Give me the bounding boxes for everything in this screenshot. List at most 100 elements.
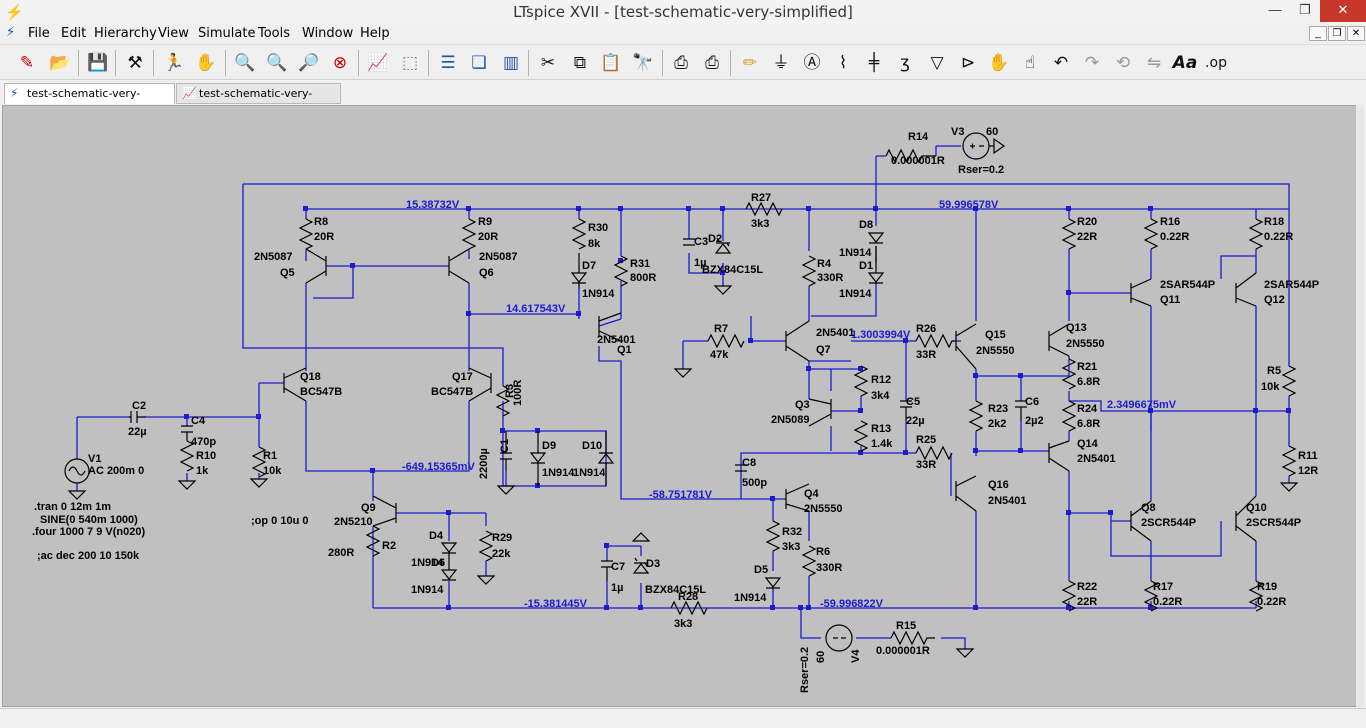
cascade-icon[interactable]: ❏: [471, 53, 487, 73]
component-name-q5[interactable]: Q5: [280, 267, 295, 279]
four-directive[interactable]: .four 1000 7 9 V(n020): [32, 526, 145, 538]
undo-icon[interactable]: ↶: [1053, 53, 1069, 73]
component-name-c2[interactable]: C2: [132, 400, 146, 412]
cut-icon[interactable]: ✂: [540, 53, 556, 73]
node-voltage-label[interactable]: -59.996822V: [820, 598, 884, 610]
component-value-q16[interactable]: 2N5401: [988, 495, 1027, 507]
component-value-r29[interactable]: 22k: [492, 548, 511, 560]
component-name-q11[interactable]: Q11: [1160, 294, 1180, 306]
save-icon[interactable]: 💾: [87, 53, 109, 73]
component-value-q13[interactable]: 2N5550: [1066, 338, 1105, 350]
component-value-v4[interactable]: 60: [815, 651, 827, 663]
component-name-v4[interactable]: V4: [850, 649, 862, 663]
component-value-r5[interactable]: 10k: [1261, 381, 1280, 393]
component-icon[interactable]: ⊳: [960, 53, 976, 73]
component-value-c5[interactable]: 22µ: [906, 415, 925, 427]
component-value-r11[interactable]: 12R: [1298, 465, 1318, 477]
component-name-c5[interactable]: C5: [906, 396, 920, 408]
node-voltage-label[interactable]: 59.996578V: [939, 199, 999, 211]
component-value-r14[interactable]: 0.000001R: [891, 155, 945, 167]
paste-icon[interactable]: 📋: [600, 53, 622, 73]
mirror-icon[interactable]: ⇋: [1146, 53, 1162, 73]
menu-file[interactable]: File: [28, 26, 50, 41]
menu-help[interactable]: Help: [360, 26, 390, 41]
node-voltage-label[interactable]: 14.617543V: [506, 303, 566, 315]
component-name-d2[interactable]: D2: [708, 233, 722, 245]
component-value-r28[interactable]: 3k3: [674, 618, 692, 630]
component-value-d8[interactable]: 1N914: [839, 247, 872, 259]
tile-horizontal-icon[interactable]: ☰: [440, 53, 456, 73]
plot-settings-icon[interactable]: ⬚: [401, 53, 419, 73]
component-name-r9[interactable]: R9: [478, 216, 492, 228]
inductor-icon[interactable]: ʒ: [900, 53, 910, 73]
component-value-q11[interactable]: 2SAR544P: [1160, 279, 1215, 291]
component-name-d4[interactable]: D4: [429, 530, 444, 542]
run-icon[interactable]: 🏃: [163, 53, 185, 73]
component-name-r22[interactable]: R22: [1077, 581, 1097, 593]
component-name-d10[interactable]: D10: [582, 440, 602, 452]
component-value-r27[interactable]: 3k3: [751, 218, 769, 230]
component-value-q4[interactable]: 2N5550: [804, 503, 843, 515]
component-name-r27[interactable]: R27: [751, 192, 771, 204]
component-name-q4[interactable]: Q4: [804, 488, 820, 500]
component-value-r24[interactable]: 6.8R: [1077, 418, 1100, 430]
component-name-r30[interactable]: R30: [588, 222, 608, 234]
component-value-r4[interactable]: 330R: [817, 272, 843, 284]
component-name-q6[interactable]: Q6: [479, 267, 494, 279]
component-value-d7[interactable]: 1N914: [582, 288, 615, 300]
menu-edit[interactable]: Edit: [61, 26, 87, 41]
component-name-d6[interactable]: D6: [431, 557, 445, 569]
ac-directive[interactable]: ;ac dec 200 10 150k: [37, 550, 140, 562]
draw-wire-icon[interactable]: ✏: [742, 53, 758, 73]
component-name-r13[interactable]: R13: [871, 423, 891, 435]
minimize-button[interactable]: —: [1268, 2, 1282, 17]
component-value-r19[interactable]: 0.22R: [1257, 596, 1286, 608]
menu-hierarchy[interactable]: Hierarchy: [94, 26, 157, 41]
component-name-q18[interactable]: Q18: [300, 371, 321, 383]
component-name-q14[interactable]: Q14: [1077, 438, 1099, 450]
component-name-q15[interactable]: Q15: [985, 329, 1006, 341]
component-name-r21[interactable]: R21: [1077, 361, 1097, 373]
component-value-q7[interactable]: 2N5401: [816, 327, 855, 339]
component-name-q7[interactable]: Q7: [816, 344, 831, 356]
component-name-r32[interactable]: R32: [782, 526, 802, 538]
component-value-r21[interactable]: 6.8R: [1077, 376, 1100, 388]
component-value-r6[interactable]: 330R: [816, 562, 842, 574]
component-value-q9[interactable]: 2N5210: [334, 516, 373, 528]
component-name-r6[interactable]: R6: [816, 546, 830, 558]
mdi-minimize-button[interactable]: _: [1309, 26, 1327, 41]
component-value-r15[interactable]: 0.000001R: [876, 645, 930, 657]
resistor-icon[interactable]: ⌇: [838, 53, 848, 73]
component-value-d6[interactable]: 1N914: [411, 584, 444, 596]
vertical-scrollbar[interactable]: [1356, 105, 1364, 707]
label-net-icon[interactable]: Ⓐ: [803, 53, 821, 73]
component-value-c2[interactable]: 22µ: [128, 426, 147, 438]
new-schematic-icon[interactable]: ✎: [19, 53, 35, 73]
component-value-q8[interactable]: 2SCR544P: [1141, 517, 1196, 529]
diode-icon[interactable]: ▽: [930, 53, 944, 73]
component-name-d9[interactable]: D9: [542, 440, 556, 452]
component-value-r8[interactable]: 20R: [314, 231, 334, 243]
component-value-c8[interactable]: 500p: [742, 477, 767, 489]
component-name-r23[interactable]: R23: [988, 403, 1008, 415]
component-name-r7[interactable]: R7: [714, 323, 728, 335]
menu-simulate[interactable]: Simulate: [198, 26, 256, 41]
component-name-r10[interactable]: R10: [196, 450, 216, 462]
node-voltage-label[interactable]: -15.381445V: [524, 598, 588, 610]
component-name-c4[interactable]: C4: [191, 415, 206, 427]
component-name-r31[interactable]: R31: [630, 258, 650, 270]
component-value-r10[interactable]: 1k: [196, 465, 209, 477]
component-value-d3[interactable]: BZX84C15L: [645, 584, 706, 596]
print-icon[interactable]: ⎙: [674, 53, 688, 73]
component-value-r16[interactable]: 0.22R: [1160, 231, 1189, 243]
component-value-r18[interactable]: 0.22R: [1264, 231, 1293, 243]
component-value-r17[interactable]: 0.22R: [1153, 596, 1182, 608]
node-voltage-label[interactable]: 1.3003994V: [851, 329, 911, 341]
component-value-q1[interactable]: 2N5401: [597, 334, 636, 346]
component-name-r3[interactable]: R3: [504, 384, 516, 398]
redo-icon[interactable]: ↷: [1084, 53, 1100, 73]
component-name-c1[interactable]: C1: [499, 439, 511, 453]
ltspice-app-icon[interactable]: ⚡: [5, 4, 24, 21]
component-name-r17[interactable]: R17: [1153, 581, 1173, 593]
component-value-q3[interactable]: 2N5089: [771, 414, 810, 426]
